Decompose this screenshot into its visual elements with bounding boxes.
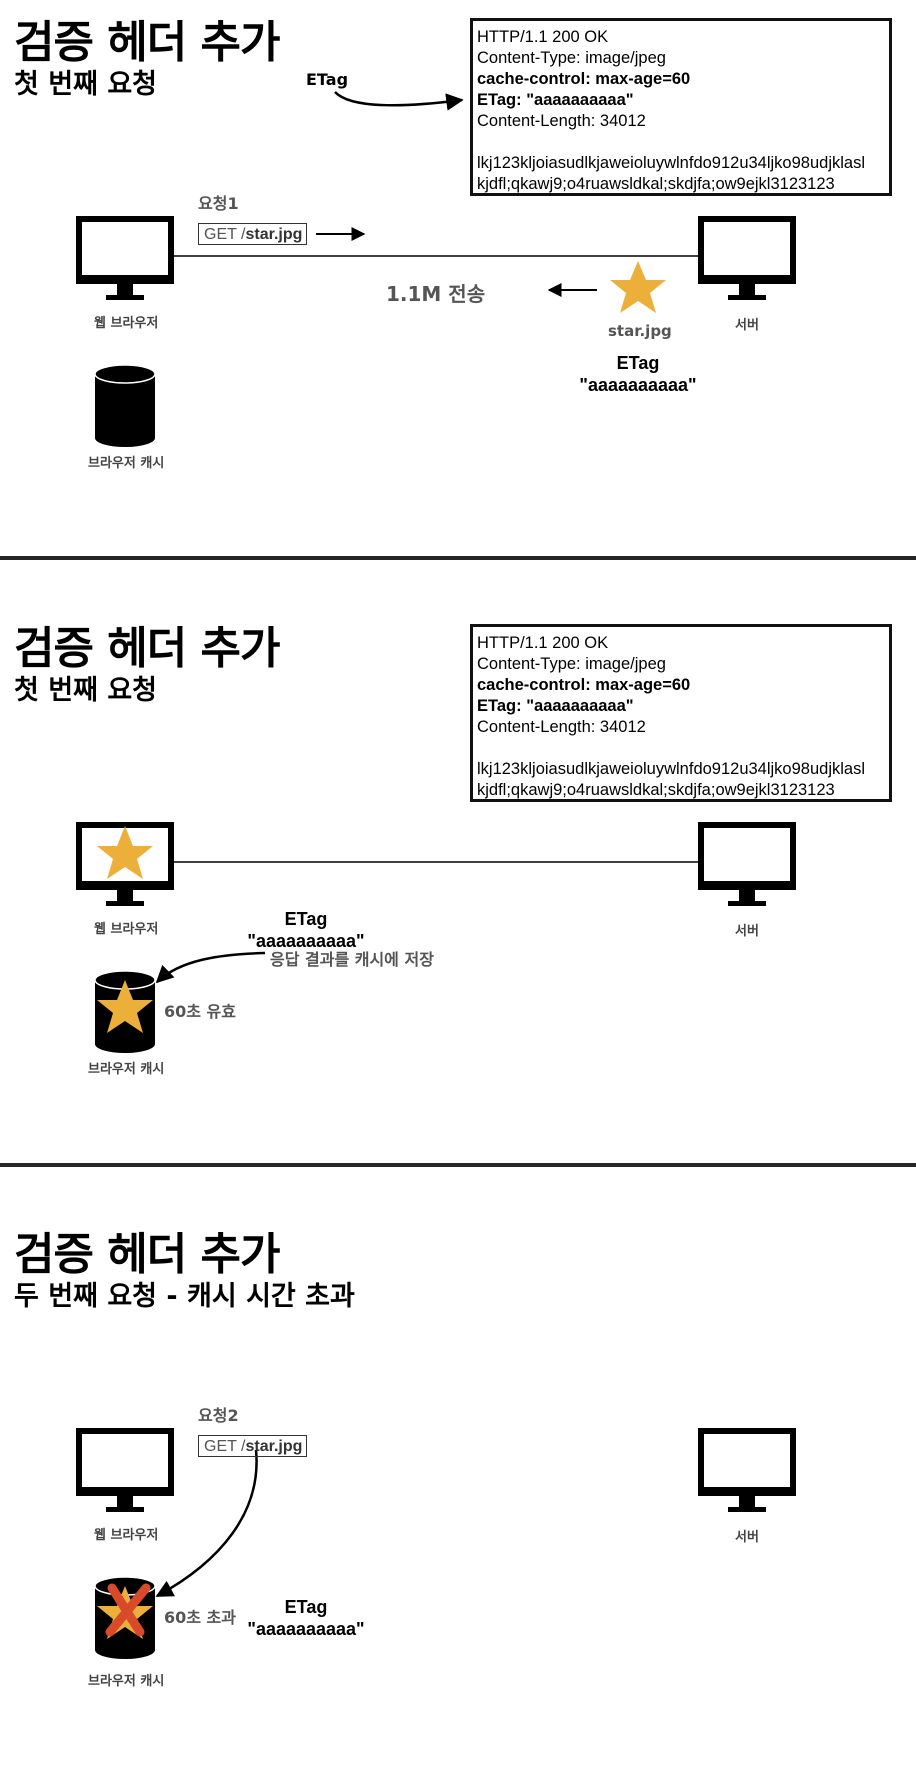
http-cache-control: cache-control: max-age=60 <box>477 676 691 694</box>
etag-title: ETag <box>616 353 660 373</box>
request-method: GET / <box>204 226 246 243</box>
http-content-length: Content-Length: 34012 <box>477 112 646 130</box>
server-label: 서버 <box>735 318 759 333</box>
http-body-line: lkj123kljoiasudlkjaweioluywlnfdo912u34lj… <box>477 760 865 778</box>
monitor-icon <box>698 1428 796 1512</box>
request-label: 요청1 <box>198 194 239 213</box>
http-cache-control: cache-control: max-age=60 <box>477 70 691 88</box>
http-body-line: lkj123kljoiasudlkjaweioluywlnfdo912u34lj… <box>477 154 865 172</box>
save-arrow <box>155 951 266 984</box>
slide-subtitle: 첫 번째 요청 <box>14 69 157 100</box>
cache-lookup-arrow <box>155 1449 258 1598</box>
etag-title: ETag <box>284 1597 328 1617</box>
save-note: 응답 결과를 캐시에 저장 <box>270 950 434 969</box>
cache-etag: ETag "aaaaaaaaaa" <box>246 1596 366 1640</box>
slide1-diagram <box>76 91 796 447</box>
server-etag: ETag "aaaaaaaaaa" <box>578 352 698 396</box>
http-status-line: HTTP/1.1 200 OK <box>477 634 609 652</box>
etag-title: ETag <box>284 909 328 929</box>
request-line: GET /star.jpg <box>198 1435 307 1457</box>
browser-label: 웹 브라우저 <box>94 922 159 937</box>
http-content-length: Content-Length: 34012 <box>477 718 646 736</box>
server-label: 서버 <box>735 1530 759 1545</box>
cache-status: 60초 유효 <box>164 1002 236 1021</box>
http-etag: ETag: "aaaaaaaaaa" <box>477 91 634 109</box>
http-content-type: Content-Type: image/jpeg <box>477 655 666 673</box>
monitor-icon <box>76 1428 174 1512</box>
cache-label: 브라우저 캐시 <box>88 1062 165 1077</box>
monitor-icon <box>698 822 796 906</box>
cache-etag: ETag "aaaaaaaaaa" <box>246 908 366 952</box>
slide-subtitle: 첫 번째 요청 <box>14 675 157 706</box>
slide2-diagram <box>76 822 796 1053</box>
slide-title: 검증 헤더 추가 <box>14 623 281 674</box>
browser-label: 웹 브라우저 <box>94 316 159 331</box>
slide-first-request: 검증 헤더 추가 첫 번째 요청 HTTP/1.1 200 OK Content… <box>0 0 916 560</box>
request-label: 요청2 <box>198 1406 239 1425</box>
http-status-line: HTTP/1.1 200 OK <box>477 28 609 46</box>
slide-second-request: 검증 헤더 추가 두 번째 요청 - 캐시 시간 초과 요청2 GET /sta… <box>0 1212 916 1772</box>
request-path: star.jpg <box>245 226 303 243</box>
slide-divider <box>0 1163 916 1167</box>
etag-value: "aaaaaaaaaa" <box>247 931 365 951</box>
slide3-diagram <box>76 1428 796 1659</box>
browser-label: 웹 브라우저 <box>94 1528 159 1543</box>
request-method: GET / <box>204 1438 246 1455</box>
slide-title: 검증 헤더 추가 <box>14 1229 281 1280</box>
etag-value: "aaaaaaaaaa" <box>247 1619 365 1639</box>
star-icon <box>97 826 153 879</box>
http-response-box: HTTP/1.1 200 OK Content-Type: image/jpeg… <box>470 18 892 196</box>
request-line: GET /star.jpg <box>198 223 307 245</box>
cache-label: 브라우저 캐시 <box>88 456 165 471</box>
http-etag: ETag: "aaaaaaaaaa" <box>477 697 634 715</box>
etag-arrow-label: ETag <box>306 70 349 89</box>
database-icon <box>94 364 156 447</box>
cache-label: 브라우저 캐시 <box>88 1674 165 1689</box>
cache-status: 60초 초과 <box>164 1608 236 1627</box>
server-file-label: star.jpg <box>608 322 672 340</box>
slide-cache-store: 검증 헤더 추가 첫 번째 요청 HTTP/1.1 200 OK Content… <box>0 606 916 1166</box>
slide-subtitle: 두 번째 요청 - 캐시 시간 초과 <box>14 1281 355 1312</box>
monitor-icon <box>698 216 796 300</box>
slide-title: 검증 헤더 추가 <box>14 17 281 68</box>
cross-icon <box>105 1583 151 1637</box>
transfer-label: 1.1M 전송 <box>386 282 486 306</box>
server-label: 서버 <box>735 924 759 939</box>
slide-divider <box>0 556 916 560</box>
star-icon <box>610 261 666 313</box>
etag-value: "aaaaaaaaaa" <box>579 375 697 395</box>
etag-arrow <box>334 91 464 111</box>
http-body-line: kjdfl;qkawj9;o4ruawsldkal;skdjfa;ow9ejkl… <box>477 175 835 193</box>
monitor-icon <box>76 216 174 300</box>
star-icon <box>97 980 153 1033</box>
http-content-type: Content-Type: image/jpeg <box>477 49 666 67</box>
request-path: star.jpg <box>245 1438 303 1455</box>
http-response-box: HTTP/1.1 200 OK Content-Type: image/jpeg… <box>470 624 892 802</box>
http-body-line: kjdfl;qkawj9;o4ruawsldkal;skdjfa;ow9ejkl… <box>477 781 835 799</box>
